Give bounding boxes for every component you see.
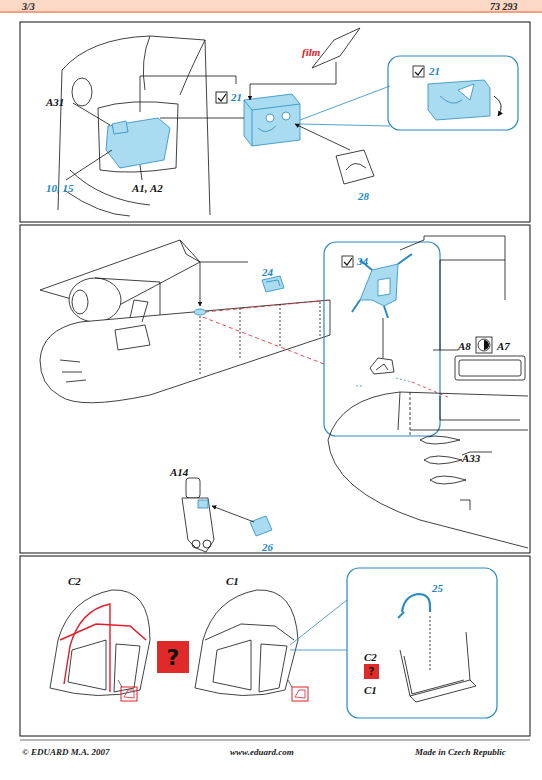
part-name: A31 [46,96,64,108]
part-name: C2 [68,575,81,587]
callout-number: 21 [231,91,242,103]
part-name: A7 [497,340,510,352]
callout-number: 34 [357,255,368,267]
website: www.eduard.com [230,747,294,757]
film-label: film [302,46,320,58]
callout-number: 25 [432,582,443,594]
part-name: C1 [364,684,377,696]
callout-number: 28 [358,190,369,202]
part-name: C2 [364,651,377,663]
page-number: 3/3 [22,1,35,12]
part-name: A33 [462,452,480,464]
part-name: A1, A2 [132,182,163,194]
copyright: © EDUARD M.A. 2007 [22,747,110,757]
node-text: ? [369,666,375,677]
callout-number: 10, 15 [46,182,74,194]
origin-note: Made in Czech Republic [415,747,506,757]
part-name: A8 [458,340,471,352]
sheet-number: 73 293 [490,1,518,12]
callout-number: 26 [262,541,273,553]
part-name: C1 [226,575,239,587]
callout-number: 21 [429,65,440,77]
part-name: A14 [170,466,188,478]
node-text: ? [167,645,180,670]
question-mark-box: ? [364,664,379,679]
callout-number: 24 [262,266,273,278]
question-mark-box: ? [157,641,189,673]
